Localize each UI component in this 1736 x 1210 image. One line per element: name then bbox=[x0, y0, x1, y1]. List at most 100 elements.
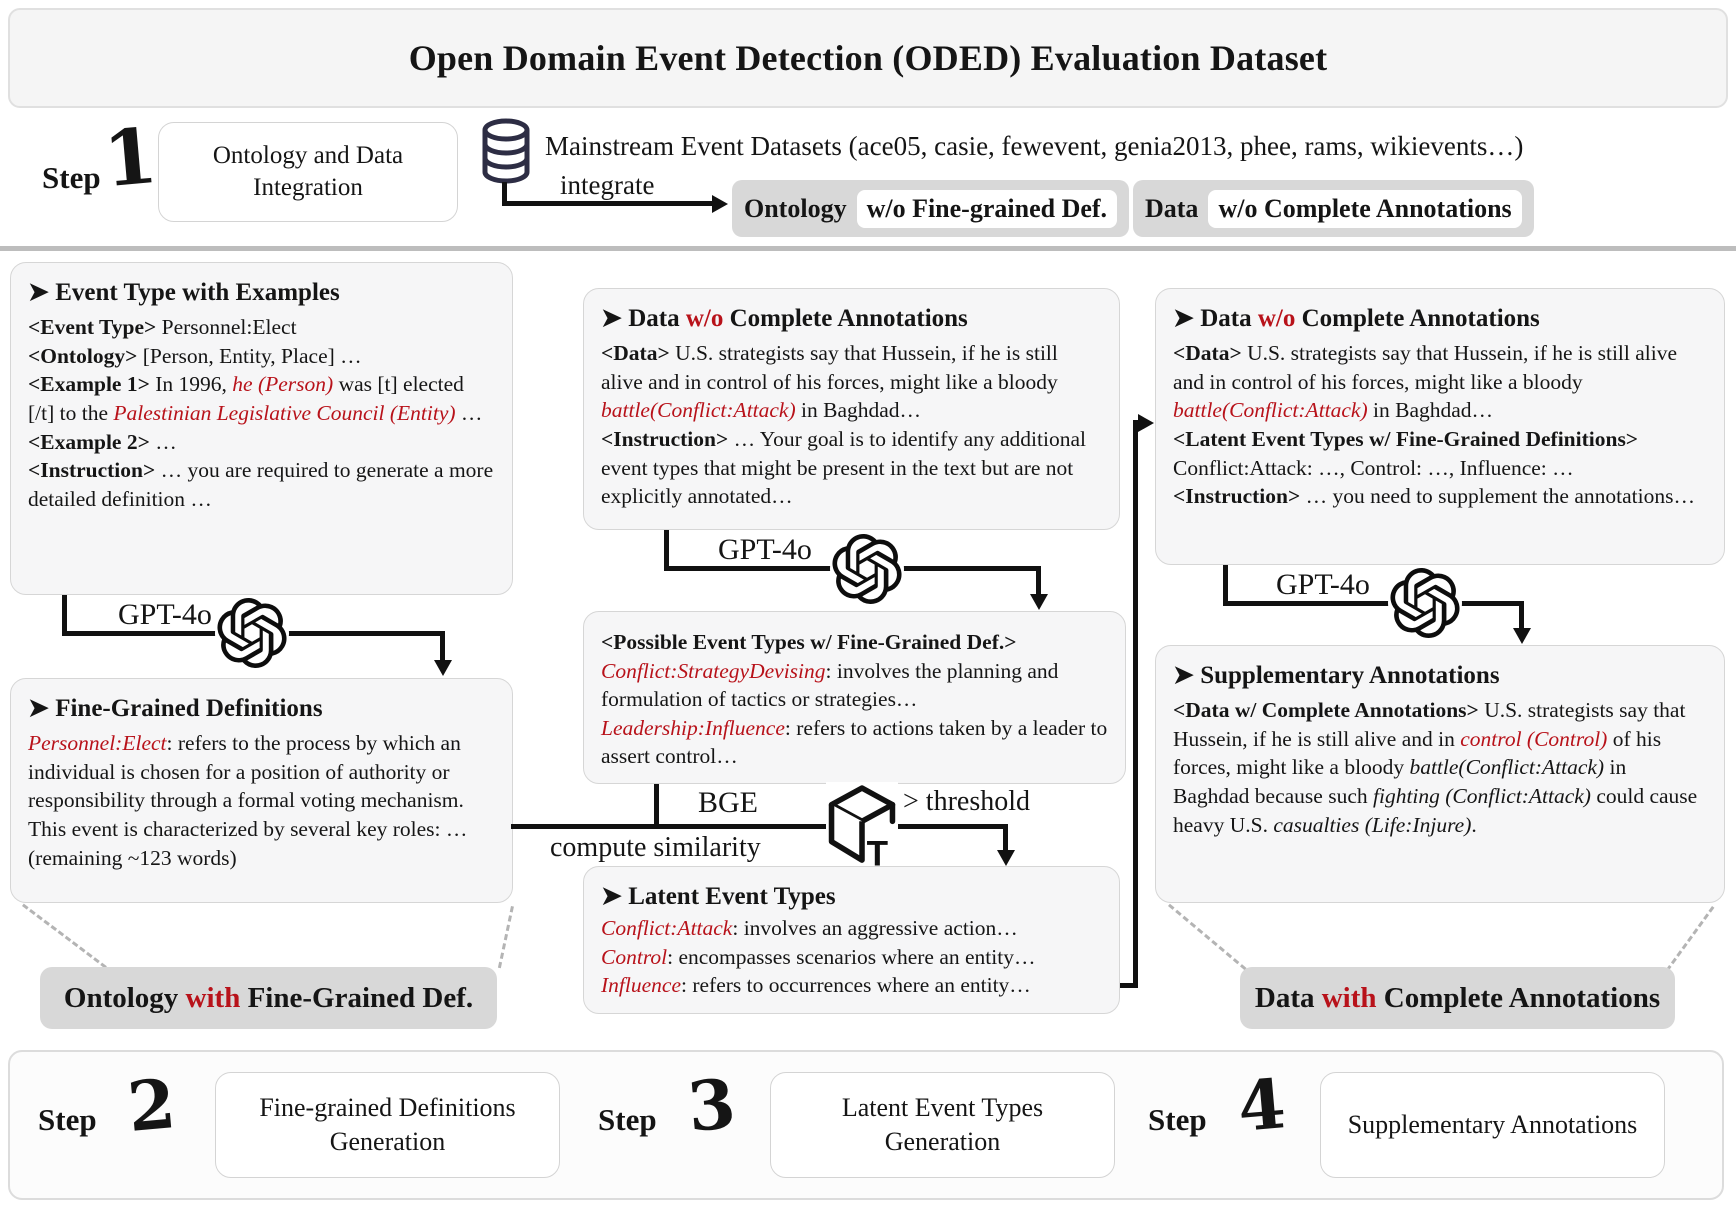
left-gpt-label: GPT-4o bbox=[118, 598, 212, 631]
influence-line: Influence: refers to occurrences where a… bbox=[601, 973, 1031, 998]
middle-gpt-arrowhead-icon bbox=[1029, 594, 1048, 610]
latent-event-types-heading: ➤ Latent Event Types bbox=[601, 883, 836, 910]
database-icon bbox=[482, 118, 530, 184]
data-with-annotations-label: Data with Complete Annotations bbox=[1254, 981, 1661, 1014]
section-divider bbox=[0, 246, 1736, 251]
openai-logo-icon bbox=[215, 596, 289, 670]
instruction-line: <Instruction> … you are required to gene… bbox=[28, 458, 494, 511]
middle-gpt-label: GPT-4o bbox=[718, 533, 812, 566]
right-funnel-dash-right bbox=[1665, 906, 1715, 972]
svg-text:T: T bbox=[867, 835, 889, 868]
left-funnel-dash-right bbox=[497, 906, 514, 969]
similarity-connector-h2 bbox=[893, 824, 1008, 829]
event-type-examples-panel: ➤ Event Type with Examples <Event Type> … bbox=[10, 262, 513, 595]
complete-annotations-text: <Data w/ Complete Annotations> U.S. stra… bbox=[1173, 698, 1698, 837]
event-type-line: <Event Type> Personnel:Elect bbox=[28, 315, 297, 340]
left-funnel-dash-left bbox=[22, 903, 107, 969]
step2-box-label: Fine-grained Definitions Generation bbox=[259, 1093, 516, 1156]
left-gpt-connector-v1 bbox=[62, 595, 67, 636]
data-text-right: <Data> U.S. strategists say that Hussein… bbox=[1173, 341, 1678, 423]
control-line: Control: encompasses scenarios where an … bbox=[601, 944, 1036, 969]
data-without-annotations-heading-middle: ➤ Data w/o Complete Annotations bbox=[601, 305, 968, 332]
possible-event-types-heading: <Possible Event Types w/ Fine-Grained De… bbox=[601, 630, 1017, 654]
latent-to-right-v bbox=[1133, 420, 1138, 988]
leadership-influence-definition: Leadership:Influence: refers to actions … bbox=[601, 715, 1108, 769]
ontology-result-detail: w/o Fine-grained Def. bbox=[856, 189, 1118, 228]
bge-label: BGE bbox=[698, 786, 758, 819]
fine-grained-definitions-panel: ➤ Fine-Grained Definitions Personnel:Ele… bbox=[10, 678, 513, 903]
fine-grained-definitions-heading: ➤ Fine-Grained Definitions bbox=[28, 695, 323, 722]
event-type-examples-heading: ➤ Event Type with Examples bbox=[28, 279, 340, 306]
middle-gpt-connector-v2 bbox=[1036, 566, 1041, 596]
step1-process-box: Ontology and Data Integration bbox=[158, 122, 458, 222]
embedding-model-cube-icon: T bbox=[826, 782, 898, 868]
data-result-detail: w/o Complete Annotations bbox=[1208, 189, 1522, 228]
ontology-result-prefix: Ontology bbox=[744, 193, 847, 223]
latent-types-list-line: Conflict:Attack: …, Control: …, Influenc… bbox=[1173, 455, 1574, 480]
right-gpt-connector-h bbox=[1223, 601, 1524, 606]
strategy-devising-definition: Conflict:StrategyDevising: involves the … bbox=[601, 658, 1059, 712]
middle-gpt-connector-v1 bbox=[664, 530, 669, 571]
latent-event-types-panel: ➤ Latent Event Types Conflict:Attack: in… bbox=[583, 866, 1120, 1014]
similarity-connector-v bbox=[654, 784, 659, 829]
title-bar: Open Domain Event Detection (ODED) Evalu… bbox=[8, 8, 1728, 108]
instruction-text-right: <Instruction> … you need to supplement t… bbox=[1173, 484, 1695, 509]
step4-box-label: Supplementary Annotations bbox=[1347, 1110, 1638, 1140]
latent-to-right-h1 bbox=[1120, 983, 1138, 988]
data-without-annotations-heading-right: ➤ Data w/o Complete Annotations bbox=[1173, 305, 1540, 332]
right-gpt-arrowhead-icon bbox=[1512, 628, 1531, 644]
ontology-with-definitions-box: Ontology with Fine-Grained Def. bbox=[40, 967, 497, 1029]
right-gpt-connector-v2 bbox=[1519, 601, 1524, 630]
latent-to-right-arrowhead-icon bbox=[1138, 413, 1154, 432]
personnel-elect-definition: Personnel:Elect: refers to the process b… bbox=[28, 731, 468, 870]
integrate-connector-vertical bbox=[502, 182, 507, 206]
integrate-arrowhead-icon bbox=[712, 194, 728, 213]
example1-line: <Example 1> In 1996, he (Person) was [t]… bbox=[28, 372, 483, 426]
page-title: Open Domain Event Detection (ODED) Evalu… bbox=[408, 38, 1328, 78]
data-result-box: Data w/o Complete Annotations bbox=[1133, 180, 1534, 237]
step4-number: 4 bbox=[1234, 1064, 1289, 1148]
data-with-annotations-box: Data with Complete Annotations bbox=[1240, 967, 1675, 1029]
ontology-with-definitions-label: Ontology with Fine-Grained Def. bbox=[63, 981, 474, 1014]
right-gpt-label: GPT-4o bbox=[1276, 568, 1370, 601]
threshold-connector-v bbox=[1003, 824, 1008, 852]
data-without-annotations-panel-middle: ➤ Data w/o Complete Annotations <Data> U… bbox=[583, 288, 1120, 530]
example2-line: <Example 2> … bbox=[28, 429, 177, 454]
integrate-connector-horizontal bbox=[502, 201, 712, 206]
step2-label: Step bbox=[38, 1102, 97, 1137]
step3-number: 3 bbox=[684, 1064, 739, 1148]
ontology-result-box: Ontology w/o Fine-grained Def. bbox=[732, 180, 1130, 237]
compute-similarity-label: compute similarity bbox=[550, 832, 761, 863]
supplementary-annotations-heading: ➤ Supplementary Annotations bbox=[1173, 662, 1500, 689]
step4-box: Supplementary Annotations bbox=[1320, 1072, 1665, 1178]
similarity-connector-h1 bbox=[511, 824, 832, 829]
conflict-attack-line: Conflict:Attack: involves an aggressive … bbox=[601, 916, 1018, 941]
left-gpt-connector-v2 bbox=[440, 631, 445, 662]
right-gpt-connector-v1 bbox=[1223, 565, 1228, 606]
instruction-text-middle: <Instruction> … Your goal is to identify… bbox=[601, 427, 1086, 509]
left-gpt-arrowhead-icon bbox=[433, 660, 452, 676]
step4-label: Step bbox=[1148, 1102, 1207, 1137]
data-result-prefix: Data bbox=[1145, 193, 1199, 223]
integrate-label: integrate bbox=[560, 170, 655, 200]
step2-box: Fine-grained Definitions Generation bbox=[215, 1072, 560, 1178]
step2-number: 2 bbox=[124, 1064, 179, 1148]
step3-box-label: Latent Event Types Generation bbox=[841, 1093, 1044, 1156]
supplementary-annotations-panel: ➤ Supplementary Annotations <Data w/ Com… bbox=[1155, 645, 1725, 903]
ontology-line: <Ontology> [Person, Entity, Place] … bbox=[28, 343, 362, 368]
threshold-arrowhead-icon bbox=[996, 850, 1015, 866]
step1-number: 1 bbox=[100, 110, 161, 205]
openai-logo-icon bbox=[1388, 566, 1462, 640]
step3-label: Step bbox=[598, 1102, 657, 1137]
datasets-text: Mainstream Event Datasets (ace05, casie,… bbox=[545, 131, 1524, 161]
step1-label: Step bbox=[42, 160, 101, 195]
data-without-annotations-panel-right: ➤ Data w/o Complete Annotations <Data> U… bbox=[1155, 288, 1725, 565]
step1-process-label: Ontology and Data Integration bbox=[212, 141, 404, 202]
step3-box: Latent Event Types Generation bbox=[770, 1072, 1115, 1178]
data-text-middle: <Data> U.S. strategists say that Hussein… bbox=[601, 341, 1058, 423]
latent-types-tag-line: <Latent Event Types w/ Fine-Grained Defi… bbox=[1173, 427, 1639, 452]
right-funnel-dash-left bbox=[1168, 903, 1247, 971]
threshold-label: > threshold bbox=[903, 786, 1030, 817]
openai-logo-icon bbox=[830, 532, 904, 606]
